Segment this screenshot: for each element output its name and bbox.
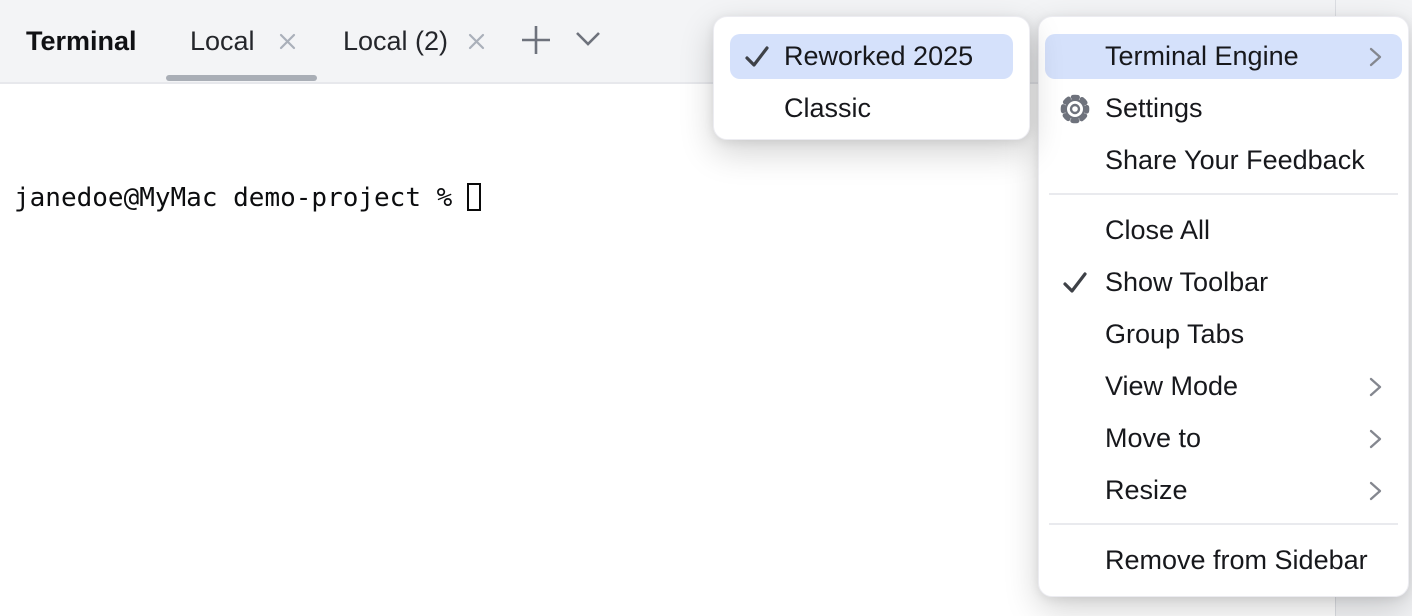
menu-separator — [1049, 193, 1398, 195]
menu-item-share-feedback[interactable]: Share Your Feedback — [1045, 138, 1402, 183]
menu-item-label: Reworked 2025 — [784, 41, 974, 71]
submenu-arrow-icon — [1369, 480, 1382, 502]
menu-item-terminal-engine[interactable]: Terminal Engine — [1045, 34, 1402, 79]
terminal-cursor — [467, 183, 481, 211]
menu-item-label: Close All — [1105, 215, 1211, 245]
close-icon[interactable] — [277, 31, 298, 52]
menu-item-remove-from-sidebar[interactable]: Remove from Sidebar — [1045, 538, 1402, 583]
menu-item-reworked-2025[interactable]: Reworked 2025 — [730, 34, 1013, 79]
menu-item-label: Terminal Engine — [1105, 41, 1299, 71]
menu-item-resize[interactable]: Resize — [1045, 468, 1402, 513]
gear-icon — [1045, 93, 1105, 125]
menu-item-label: Classic — [784, 93, 872, 123]
menu-item-label: Settings — [1105, 93, 1203, 123]
menu-item-close-all[interactable]: Close All — [1045, 208, 1402, 253]
active-tab-indicator — [166, 75, 317, 81]
menu-item-label: Group Tabs — [1105, 319, 1245, 349]
menu-item-classic[interactable]: Classic — [730, 86, 1013, 131]
shell-prompt: janedoe@MyMac demo-project % — [14, 183, 453, 213]
close-icon[interactable] — [466, 31, 487, 52]
menu-item-show-toolbar[interactable]: Show Toolbar — [1045, 260, 1402, 305]
submenu-arrow-icon — [1369, 376, 1382, 398]
chevron-down-icon[interactable] — [575, 31, 601, 47]
terminal-engine-submenu: Reworked 2025 Classic — [713, 16, 1030, 140]
tool-window-title: Terminal — [26, 25, 137, 56]
submenu-arrow-icon — [1369, 46, 1382, 68]
menu-item-label: Move to — [1105, 423, 1202, 453]
submenu-arrow-icon — [1369, 428, 1382, 450]
menu-item-settings[interactable]: Settings — [1045, 86, 1402, 131]
menu-item-view-mode[interactable]: View Mode — [1045, 364, 1402, 409]
tab-local-2[interactable]: Local (2) — [343, 25, 449, 56]
menu-item-group-tabs[interactable]: Group Tabs — [1045, 312, 1402, 357]
checkmark-icon — [730, 45, 784, 69]
menu-item-move-to[interactable]: Move to — [1045, 416, 1402, 461]
menu-item-label: Remove from Sidebar — [1105, 545, 1368, 575]
menu-separator — [1049, 523, 1398, 525]
menu-item-label: View Mode — [1105, 371, 1239, 401]
terminal-context-menu: Terminal Engine Settings Share Your Feed… — [1038, 16, 1409, 597]
menu-item-label: Show Toolbar — [1105, 267, 1269, 297]
menu-item-label: Share Your Feedback — [1105, 145, 1365, 175]
menu-item-label: Resize — [1105, 475, 1188, 505]
checkmark-icon — [1045, 271, 1105, 295]
tab-local[interactable]: Local — [190, 25, 255, 56]
plus-icon[interactable] — [520, 24, 552, 56]
